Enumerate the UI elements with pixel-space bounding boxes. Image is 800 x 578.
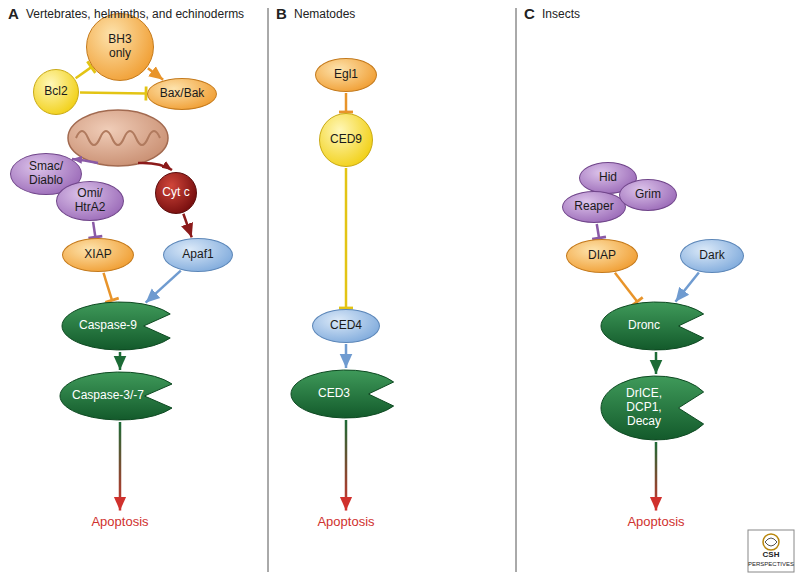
protein-oval: Egl1 — [315, 58, 377, 92]
node-label: Apaf1 — [182, 248, 213, 262]
protein-oval: Reaper — [562, 191, 626, 223]
caspase-shape: Caspase-3/-7 — [59, 371, 181, 421]
inhibition-line — [76, 67, 92, 78]
caspase-shape: Dronc — [600, 301, 712, 351]
protein-circle: Bcl2 — [33, 69, 79, 115]
protein-oval: DIAP — [566, 239, 638, 273]
publisher-logo — [748, 530, 794, 572]
node-label: Dronc — [628, 319, 660, 333]
activation-arrow — [345, 344, 348, 368]
node-label: CED4 — [330, 319, 362, 333]
node-label: Cyt c — [162, 186, 189, 200]
activation-arrow — [148, 68, 163, 80]
caspase-shape: Caspase-9 — [61, 301, 179, 351]
inhibition-line — [93, 222, 95, 237]
outcome-label: Apoptosis — [625, 514, 686, 531]
activation-arrow — [345, 420, 348, 511]
node-label: Omi/HtrA2 — [74, 187, 106, 215]
node-label: DIAP — [588, 249, 616, 263]
node-label: Egl1 — [334, 68, 358, 82]
caspase-shape: DrICE, DCP1, Decay — [600, 375, 712, 441]
node-label: Bax/Bak — [160, 87, 205, 101]
activation-arrow — [119, 352, 122, 370]
release-arrow — [138, 163, 172, 170]
node-label: Apoptosis — [317, 515, 374, 530]
inhibition-line — [345, 168, 348, 308]
outcome-label: Apoptosis — [315, 514, 376, 531]
node-label: Caspase-9 — [79, 319, 137, 333]
node-label: Grim — [635, 188, 661, 202]
node-label: Hid — [599, 171, 617, 185]
panel-title: Insects — [542, 7, 580, 21]
protein-oval: Dark — [680, 239, 744, 273]
protein-circle: CED9 — [319, 113, 373, 167]
protein-circle: BH3 only — [86, 13, 154, 81]
node-label: Apoptosis — [627, 515, 684, 530]
panel-title: Nematodes — [294, 7, 355, 21]
caspase-shape: CED3 — [290, 369, 402, 419]
panel-divider — [516, 8, 517, 572]
protein-oval: CED4 — [312, 309, 380, 343]
node-label: CED3 — [318, 387, 350, 401]
panel-letter: B — [276, 5, 287, 22]
panel-title: Vertebrates, helminths, and echinoderms — [26, 7, 244, 21]
node-label: XIAP — [84, 248, 111, 262]
logo-text: PERSPECTIVES — [748, 561, 794, 567]
node-label: Bcl2 — [44, 85, 67, 99]
outcome-label: Apoptosis — [89, 514, 150, 531]
node-label: Reaper — [574, 200, 613, 214]
inhibition-line — [80, 92, 146, 93]
protein-oval: Grim — [619, 179, 677, 211]
protein-oval: Bax/Bak — [147, 78, 217, 110]
protein-oval: Apaf1 — [163, 238, 233, 272]
inhibition-line — [615, 273, 637, 302]
logo-text: CSH — [763, 550, 780, 559]
node-label: Caspase-3/-7 — [72, 389, 144, 403]
activation-arrow — [675, 272, 698, 301]
activation-arrow — [119, 422, 122, 511]
activation-arrow — [655, 442, 658, 511]
inhibition-line — [104, 273, 113, 300]
node-label: DrICE, DCP1, Decay — [622, 387, 666, 428]
node-label: Smac/Diablo — [27, 160, 65, 188]
mitochondrion — [68, 110, 168, 166]
node-label: Dark — [699, 249, 724, 263]
activation-arrow — [183, 214, 191, 238]
protein-oval: XIAP — [62, 238, 134, 272]
node-label: CED9 — [330, 133, 362, 147]
inhibition-line — [345, 93, 348, 112]
inhibition-line — [597, 224, 599, 238]
activation-arrow — [146, 271, 181, 303]
node-label: Apoptosis — [91, 515, 148, 530]
panel-divider — [268, 8, 269, 572]
panel-letter: C — [524, 5, 535, 22]
node-label: BH3 only — [100, 33, 140, 61]
protein-oval: Omi/HtrA2 — [56, 181, 124, 221]
protein-circle: Cyt c — [155, 172, 197, 214]
activation-arrow — [655, 352, 658, 374]
panel-letter: A — [8, 5, 19, 22]
